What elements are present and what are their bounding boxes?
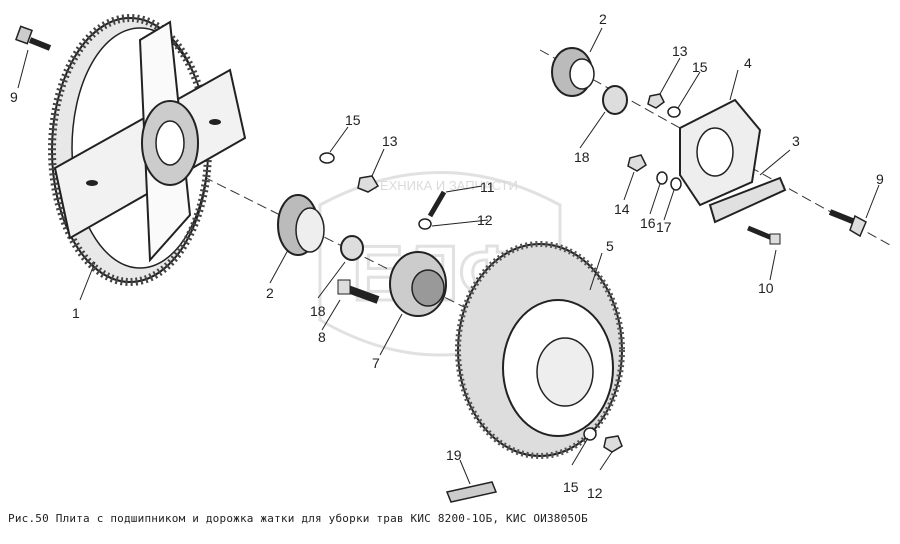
- callout-9-left: 9: [10, 89, 18, 105]
- washer-part-15-bottom: [583, 427, 597, 441]
- callout-3: 3: [792, 133, 800, 149]
- bearing-part-2-right: [551, 47, 595, 97]
- bolt-part-9-left: [15, 25, 52, 51]
- hub-part-7: [389, 251, 447, 317]
- washer-part-15-middle: [319, 152, 335, 164]
- callout-11: 11: [480, 179, 495, 195]
- nut-part-14: [627, 154, 647, 172]
- callout-5: 5: [606, 238, 614, 254]
- assembly-axis: [149, 149, 601, 376]
- callout-15-right: 15: [692, 59, 708, 75]
- callout-16: 16: [640, 215, 656, 231]
- washer-part-15-right: [667, 106, 681, 118]
- nut-part-12-bottom: [603, 435, 623, 453]
- callout-18-right: 18: [574, 149, 590, 165]
- plate-wheel-part-1: [48, 14, 247, 286]
- callout-8: 8: [318, 329, 326, 345]
- callout-15-middle: 15: [345, 112, 361, 128]
- bolt-part-10: [747, 225, 781, 245]
- callout-4: 4: [744, 55, 752, 71]
- washer-part-12-middle: [418, 218, 432, 230]
- callout-13-middle: 13: [382, 133, 398, 149]
- callout-13-right: 13: [672, 43, 688, 59]
- callout-14: 14: [614, 201, 630, 217]
- callout-15-bottom: 15: [563, 479, 579, 495]
- callout-labels: 1 2 2 3 4 5 7 8 9 9 10 11 12 12 13 13 14…: [10, 11, 884, 501]
- bolt-part-9-right: [828, 209, 867, 238]
- nut-part-13-right: [647, 93, 665, 109]
- callout-10: 10: [758, 280, 774, 296]
- callout-12-middle: 12: [477, 212, 493, 228]
- strip-part-19: [445, 481, 498, 503]
- callout-2-right: 2: [599, 11, 607, 27]
- angle-part-3: [708, 176, 787, 224]
- bushing-part-18-left: [340, 235, 364, 261]
- washer-part-17: [670, 177, 682, 191]
- callout-12-bottom: 12: [587, 485, 603, 501]
- figure-caption: Рис.50 Плита с подшипником и дорожка жат…: [8, 512, 588, 525]
- washer-part-16: [656, 171, 668, 185]
- watermark-text: ТЕХНИКА И ЗАПЧАСТИ: [372, 178, 518, 193]
- nut-part-13-middle: [357, 175, 380, 193]
- callout-19: 19: [446, 447, 462, 463]
- bracket-part-4: [679, 98, 762, 207]
- bolt-part-11: [427, 190, 447, 218]
- bolt-part-8: [337, 279, 380, 304]
- bushing-part-18-right: [602, 85, 628, 115]
- callout-2-left: 2: [266, 285, 274, 301]
- leader-lines: [17, 27, 880, 485]
- track-wheel-part-5: [455, 241, 625, 459]
- callout-17: 17: [656, 219, 672, 235]
- callout-18-left: 18: [310, 303, 326, 319]
- bearing-part-2-left: [277, 194, 325, 256]
- callout-9-right: 9: [876, 171, 884, 187]
- callout-7: 7: [372, 355, 380, 371]
- callout-1: 1: [72, 305, 80, 321]
